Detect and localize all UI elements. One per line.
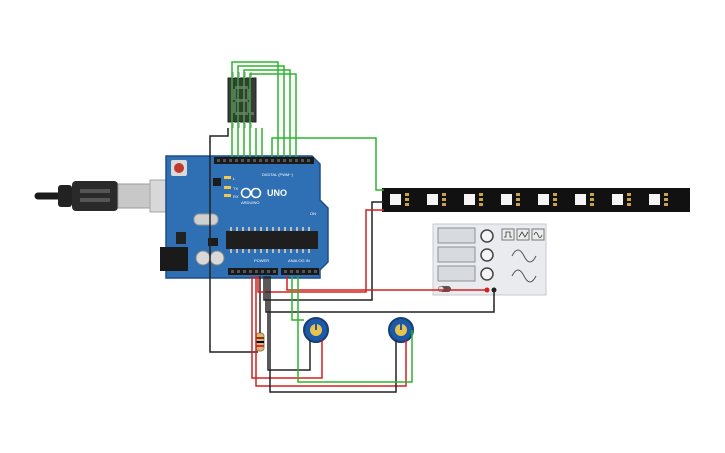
frequency-knob[interactable] [480,229,494,243]
wire-strip-5v[interactable] [257,209,384,293]
negative-terminal[interactable] [491,287,497,293]
led-pad [516,198,520,201]
led-pad [590,198,594,201]
led-pad [664,193,668,196]
resistor[interactable] [255,332,265,352]
led-pixel [538,194,549,205]
led-pixel [427,194,438,205]
wire-seg-d[interactable] [249,73,297,157]
wire-fg-pos[interactable] [286,276,487,291]
wire-seg-common[interactable] [209,128,258,353]
led-pad [590,193,594,196]
wire-strip-data[interactable] [271,137,384,191]
led-pad [405,203,409,206]
led-pad [442,193,446,196]
wires[interactable] [209,61,495,393]
wire-seg-b[interactable] [237,65,285,157]
led-pad [442,198,446,201]
arduino-uno-board[interactable]: L TX RX ON UNO ARDUINO DIGITAL (PWM~) PO… [160,155,329,279]
rx-label: RX [233,194,239,199]
led-pad [516,193,520,196]
analog-header-label: ANALOG IN [288,258,310,263]
led-pad [627,198,631,201]
wire-pot2-vcc[interactable] [255,276,407,387]
power-header-label: POWER [254,258,269,263]
led-pad [664,203,668,206]
led-pixel [501,194,512,205]
analog-header[interactable] [281,268,319,275]
tx-label: TX [233,186,238,191]
brand-label: ARDUINO [241,200,259,205]
wire-pot1-sig[interactable] [291,276,304,321]
led-pad [479,203,483,206]
led-pixel [390,194,401,205]
function-generator[interactable] [432,223,547,296]
led-pad [590,203,594,206]
waveform-preview-2 [511,269,537,283]
led-pad [627,193,631,196]
led-pad [664,198,668,201]
microcontroller-chip [226,231,318,249]
led-pixel [575,194,586,205]
led-pixel [612,194,623,205]
digital-header-label: DIGITAL (PWM~) [262,172,294,177]
led-pad [627,203,631,206]
power-jack [160,247,188,271]
potentiometer-2[interactable] [388,317,414,343]
potentiometer-1[interactable] [303,317,329,343]
arduino-logo-icon [240,187,262,199]
wire-seg-c[interactable] [243,69,291,157]
l-led-label: L [233,176,236,181]
wire-fg-neg[interactable] [265,276,495,313]
square-wave-icon [504,231,512,238]
led-pad [442,203,446,206]
triangle-wave-icon [518,231,529,238]
amplitude-knob[interactable] [480,248,494,262]
led-pixel [464,194,475,205]
led-pad [553,203,557,206]
wire-pot1-gnd[interactable] [267,276,311,371]
model-label: UNO [267,188,287,198]
sine-wave-icon [533,232,543,238]
on-label: ON [310,211,316,216]
led-pad [479,193,483,196]
wire-pot1-vcc[interactable] [251,276,323,379]
digital-header[interactable] [214,157,314,164]
power-header[interactable] [228,268,278,275]
led-pad [405,193,409,196]
square-wave-button[interactable] [501,228,515,241]
led-pad [405,198,409,201]
led-pixel [649,194,660,205]
offset-knob[interactable] [480,267,494,281]
waveform-preview [511,249,537,263]
led-pad [553,193,557,196]
neopixel-led-strip[interactable] [382,188,690,212]
triangle-wave-button[interactable] [516,228,530,241]
led-pad [479,198,483,201]
led-pad [516,203,520,206]
wire-pot2-gnd[interactable] [269,276,397,393]
wire-pot2-sig[interactable] [297,276,413,383]
led-pad [553,198,557,201]
wire-seg-a[interactable] [231,61,279,157]
